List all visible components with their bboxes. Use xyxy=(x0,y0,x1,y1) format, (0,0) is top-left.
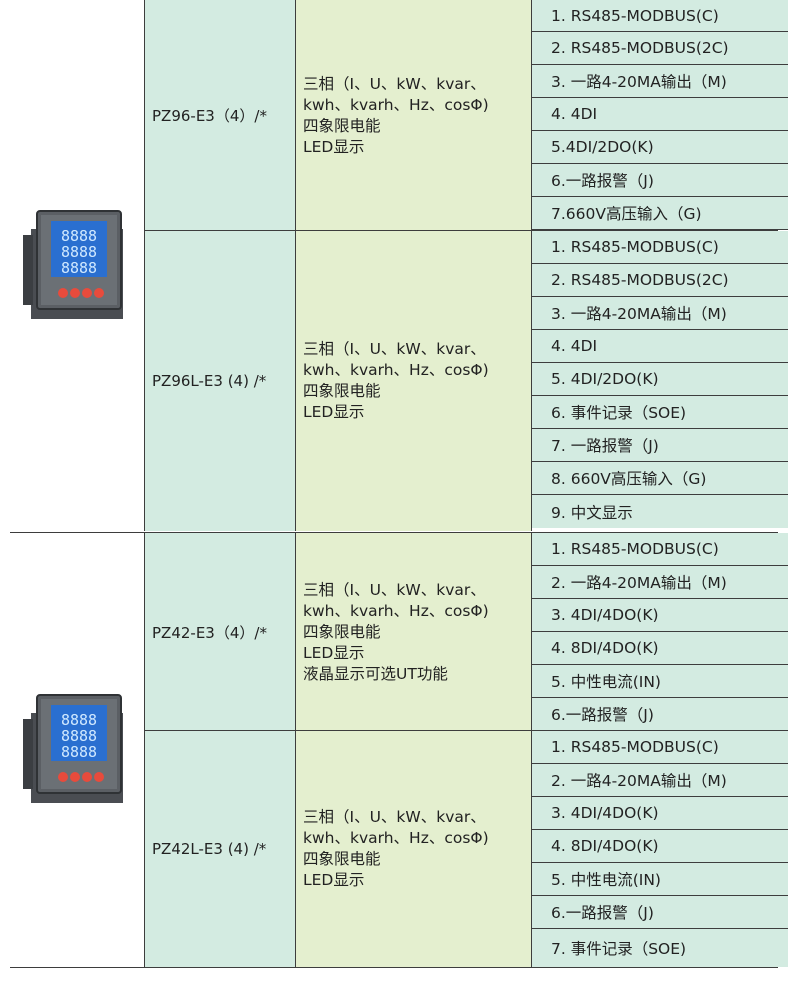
desc-line: LED显示 xyxy=(303,137,365,156)
desc-line: 四象限电能 xyxy=(303,622,381,641)
desc-line: kwh、kvarh、Hz、cosΦ) xyxy=(303,95,489,114)
option-item: 4. 4DI xyxy=(531,330,788,363)
option-item: 3. 4DI/4DO(K) xyxy=(531,797,788,830)
product-model-pz42l: PZ42L-E3 (4) /* xyxy=(144,731,295,967)
option-item: 4. 4DI xyxy=(531,98,788,131)
desc-line: 三相（I、U、kW、kvar、 xyxy=(303,580,486,599)
option-item: 5. 中性电流(IN) xyxy=(531,863,788,896)
grid-line xyxy=(144,230,778,231)
option-item: 7. 一路报警（J) xyxy=(531,429,788,462)
desc-line: 三相（I、U、kW、kvar、 xyxy=(303,340,486,358)
product-model-pz42: PZ42-E3（4）/* xyxy=(144,533,295,731)
desc-line: kwh、kvarh、Hz、cosΦ) xyxy=(303,601,489,620)
svg-text:8888: 8888 xyxy=(61,227,97,245)
grid-line xyxy=(531,533,532,967)
option-item: 2. 一路4-20MA输出（M) xyxy=(531,764,788,797)
grid-line xyxy=(531,0,532,531)
desc-line: kwh、kvarh、Hz、cosΦ) xyxy=(303,829,489,847)
option-item: 2. 一路4-20MA输出（M) xyxy=(531,566,788,599)
panel-meter-icon: 8888 8888 8888 xyxy=(23,694,123,803)
desc-line: LED显示 xyxy=(303,403,365,421)
option-item: 1. RS485-MODBUS(C) xyxy=(531,0,788,32)
options-list-pz96: 1. RS485-MODBUS(C) 2. RS485-MODBUS(2C) 3… xyxy=(531,0,788,230)
svg-text:8888: 8888 xyxy=(61,243,97,261)
option-item: 1. RS485-MODBUS(C) xyxy=(531,731,788,764)
option-item: 5. 中性电流(IN) xyxy=(531,665,788,698)
option-item: 4. 8DI/4DO(K) xyxy=(531,830,788,863)
options-list-pz42: 1. RS485-MODBUS(C) 2. 一路4-20MA输出（M) 3. 4… xyxy=(531,533,788,731)
option-item: 7. 事件记录（SOE) xyxy=(531,929,788,967)
desc-line: 四象限电能 xyxy=(303,116,381,135)
desc-line: LED显示 xyxy=(303,871,365,889)
desc-line: 四象限电能 xyxy=(303,382,381,400)
option-item: 3. 一路4-20MA输出（M) xyxy=(531,65,788,98)
table-bottom-border xyxy=(10,967,778,968)
options-list-pz96l: 1. RS485-MODBUS(C) 2. RS485-MODBUS(2C) 3… xyxy=(531,231,788,528)
option-item: 7.660V高压输入（G) xyxy=(531,197,788,230)
option-item: 5. 4DI/2DO(K) xyxy=(531,363,788,396)
option-item: 2. RS485-MODBUS(2C) xyxy=(531,32,788,65)
section-divider xyxy=(10,532,778,533)
desc-line: 四象限电能 xyxy=(303,850,381,868)
option-item: 8. 660V高压输入（G) xyxy=(531,462,788,495)
svg-text:8888: 8888 xyxy=(61,259,97,277)
options-list-pz42l: 1. RS485-MODBUS(C) 2. 一路4-20MA输出（M) 3. 4… xyxy=(531,731,788,967)
grid-line xyxy=(295,533,296,967)
option-item: 6. 事件记录（SOE) xyxy=(531,396,788,429)
product-model-pz96: PZ96-E3（4）/* xyxy=(144,0,295,231)
option-item: 6.一路报警（J) xyxy=(531,698,788,731)
option-item: 3. 4DI/4DO(K) xyxy=(531,599,788,632)
product-desc-pz42: 三相（I、U、kW、kvar、 kwh、kvarh、Hz、cosΦ) 四象限电能… xyxy=(295,533,531,731)
meter-image-1: 8888 8888 8888 xyxy=(10,0,144,531)
option-item: 6.一路报警（J) xyxy=(531,896,788,929)
option-item: 9. 中文显示 xyxy=(531,495,788,528)
option-item: 2. RS485-MODBUS(2C) xyxy=(531,264,788,297)
svg-text:8888: 8888 xyxy=(61,727,97,745)
desc-line: LED显示 xyxy=(303,643,365,662)
option-item: 3. 一路4-20MA输出（M) xyxy=(531,297,788,330)
meter-image-2: 8888 8888 8888 xyxy=(10,533,144,967)
product-desc-pz96l: 三相（I、U、kW、kvar、 kwh、kvarh、Hz、cosΦ) 四象限电能… xyxy=(295,231,531,531)
grid-line xyxy=(144,0,145,531)
grid-line xyxy=(295,0,296,531)
option-item: 6.一路报警（J) xyxy=(531,164,788,197)
option-item: 4. 8DI/4DO(K) xyxy=(531,632,788,665)
option-item: 1. RS485-MODBUS(C) xyxy=(531,231,788,264)
product-desc-pz96: 三相（I、U、kW、kvar、 kwh、kvarh、Hz、cosΦ) 四象限电能… xyxy=(295,0,531,231)
desc-line: 三相（I、U、kW、kvar、 xyxy=(303,74,486,93)
product-model-pz96l: PZ96L-E3 (4) /* xyxy=(144,231,295,531)
desc-line: 三相（I、U、kW、kvar、 xyxy=(303,808,486,826)
option-item: 5.4DI/2DO(K) xyxy=(531,131,788,164)
desc-line: kwh、kvarh、Hz、cosΦ) xyxy=(303,361,489,379)
grid-line xyxy=(144,730,778,731)
product-group-2: 8888 8888 8888 PZ42-E3（4）/* 三相（I、U、kW、kv… xyxy=(10,533,788,967)
svg-text:8888: 8888 xyxy=(61,711,97,729)
option-item: 1. RS485-MODBUS(C) xyxy=(531,533,788,566)
product-group-1: 8888 8888 8888 PZ96-E3（4）/* 三相（I、U、kW、kv… xyxy=(10,0,788,531)
panel-meter-icon: 8888 8888 8888 xyxy=(23,209,123,319)
svg-text:8888: 8888 xyxy=(61,743,97,761)
grid-line xyxy=(144,533,145,967)
desc-line: 液晶显示可选UT功能 xyxy=(303,664,448,683)
product-desc-pz42l: 三相（I、U、kW、kvar、 kwh、kvarh、Hz、cosΦ) 四象限电能… xyxy=(295,731,531,967)
